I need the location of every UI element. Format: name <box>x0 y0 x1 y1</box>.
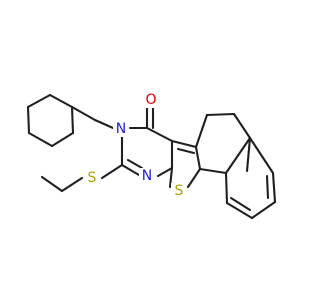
bond <box>70 105 97 122</box>
bond <box>229 196 252 212</box>
bond <box>265 174 270 200</box>
bond <box>224 171 229 205</box>
bond <box>126 158 144 170</box>
bond <box>176 147 196 155</box>
bond <box>271 171 277 204</box>
bond <box>250 200 277 220</box>
atom-O1-bg <box>143 92 159 108</box>
bond <box>26 105 31 135</box>
bond <box>145 126 174 143</box>
atom-N2-bg <box>139 168 155 184</box>
bond <box>70 105 75 135</box>
bond <box>26 93 52 109</box>
atom-N1-bg <box>113 121 129 137</box>
bond <box>198 167 228 175</box>
atom-label-S2: S <box>88 170 97 186</box>
bond <box>100 163 124 180</box>
bond <box>205 112 236 117</box>
atom-S2-bg <box>84 170 100 186</box>
bond <box>245 136 252 173</box>
bond <box>60 176 84 193</box>
atom-label-O1: O <box>145 92 156 108</box>
bond <box>248 136 275 175</box>
bond <box>120 163 141 177</box>
bond <box>40 175 64 193</box>
bond <box>224 136 252 175</box>
bond <box>48 93 74 109</box>
molecule-structure-diagram: O N N S S <box>26 92 277 220</box>
bond <box>168 166 174 189</box>
bond <box>170 139 198 149</box>
bond <box>156 166 174 178</box>
bond <box>27 131 54 148</box>
atom-S1-bg <box>171 183 187 199</box>
bond <box>93 118 115 130</box>
atom-label-N1: N <box>116 121 126 137</box>
bond <box>186 167 202 189</box>
atom-label-S1: S <box>175 183 184 199</box>
atom-label-N2: N <box>142 168 152 184</box>
structure-canvas: O N N S S <box>26 92 277 220</box>
bond <box>194 145 202 171</box>
bond <box>194 113 209 149</box>
bond <box>232 112 252 140</box>
bond-lines <box>26 93 277 220</box>
atom-labels: O N N S S <box>84 92 187 199</box>
bond <box>50 131 75 148</box>
bond <box>225 201 254 220</box>
